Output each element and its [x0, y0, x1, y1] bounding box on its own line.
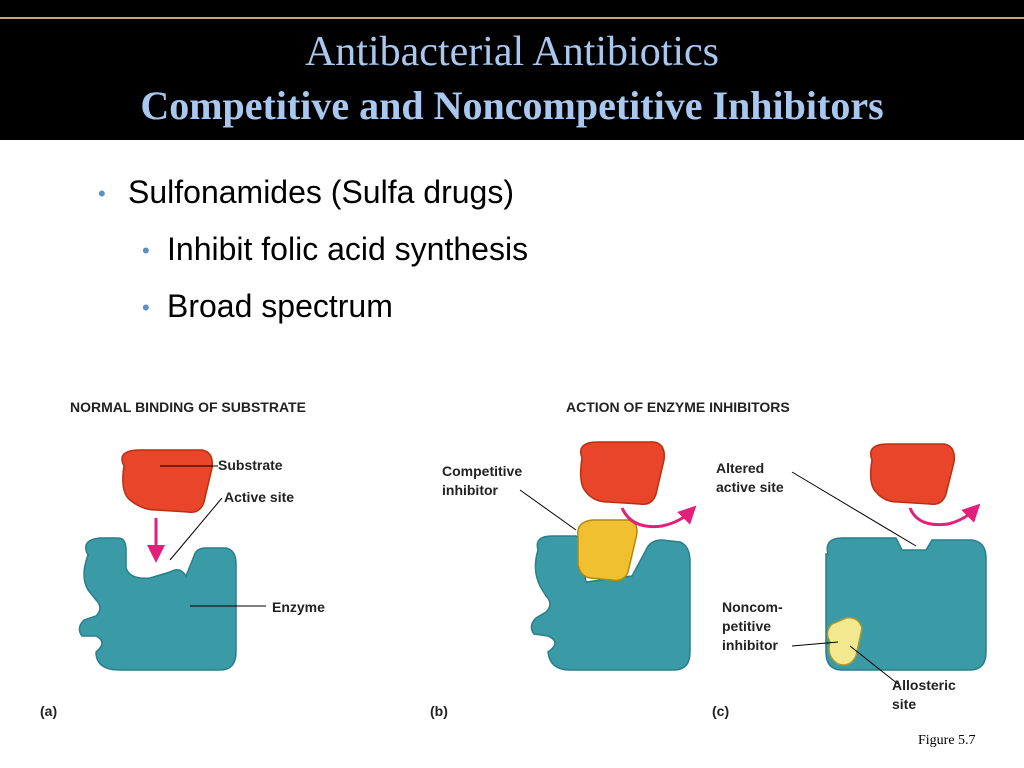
label-noncompetitive-inhibitor: petitive: [722, 618, 771, 634]
label-competitive-inhibitor: Competitive: [442, 463, 522, 479]
leader-line: [791, 471, 917, 547]
bullet-dot-icon: •: [142, 295, 150, 320]
heading-enzyme-inhibitors: ACTION OF ENZYME INHIBITORS: [566, 399, 790, 415]
label-competitive-inhibitor: inhibitor: [442, 482, 499, 498]
panel-label-a: (a): [40, 703, 57, 719]
label-substrate: Substrate: [218, 457, 283, 473]
leader-line: [519, 489, 577, 531]
panel-c: Altered active site Noncom- petitive inh…: [712, 443, 987, 719]
panel-a: Substrate Active site Enzyme (a): [40, 449, 325, 719]
substrate-deflection-arrow: [908, 503, 981, 527]
figure-caption: Figure 5.7: [918, 733, 976, 748]
leader-line: [849, 645, 899, 685]
slide-title: Antibacterial Antibiotics: [304, 29, 720, 75]
enzyme-shape: [825, 537, 987, 671]
substrate-deflection-arrow: [620, 505, 697, 529]
label-active-site: Active site: [224, 489, 294, 505]
panel-label-c: (c): [712, 703, 729, 719]
label-allosteric-site: site: [892, 696, 916, 712]
bullet-dot-icon: •: [98, 181, 106, 206]
panel-b: Competitive inhibitor (b): [430, 441, 697, 719]
substrate-shape: [579, 441, 666, 506]
noncompetitive-inhibitor-shape: [826, 616, 863, 666]
substrate-shape: [121, 449, 214, 514]
substrate-shape: [869, 443, 956, 506]
label-allosteric-site: Allosteric: [892, 677, 956, 693]
bullet-item: • Inhibit folic acid synthesis: [142, 231, 528, 267]
slide-subtitle: Competitive and Noncompetitive Inhibitor…: [140, 83, 884, 128]
heading-normal-binding: NORMAL BINDING OF SUBSTRATE: [70, 399, 306, 415]
bullet-text: Broad spectrum: [167, 288, 393, 324]
bullet-text: Sulfonamides (Sulfa drugs): [128, 174, 514, 210]
bullet-dot-icon: •: [142, 238, 150, 263]
label-altered-active-site: active site: [716, 479, 784, 495]
panel-label-b: (b): [430, 703, 448, 719]
slide-header: Antibacterial Antibiotics Competitive an…: [0, 0, 1024, 140]
label-noncompetitive-inhibitor: inhibitor: [722, 637, 779, 653]
bullet-item: • Sulfonamides (Sulfa drugs): [98, 174, 514, 210]
bullet-item: • Broad spectrum: [142, 288, 393, 324]
enzyme-shape: [78, 537, 237, 671]
leader-line: [169, 497, 223, 561]
enzyme-inhibition-figure: NORMAL BINDING OF SUBSTRATE ACTION OF EN…: [40, 399, 987, 719]
competitive-inhibitor-shape: [577, 519, 638, 582]
bullet-text: Inhibit folic acid synthesis: [167, 231, 529, 267]
header-accent-line: [0, 17, 1024, 19]
leader-line: [791, 641, 839, 647]
label-altered-active-site: Altered: [716, 460, 764, 476]
label-noncompetitive-inhibitor: Noncom-: [722, 599, 783, 615]
label-enzyme: Enzyme: [272, 599, 325, 615]
